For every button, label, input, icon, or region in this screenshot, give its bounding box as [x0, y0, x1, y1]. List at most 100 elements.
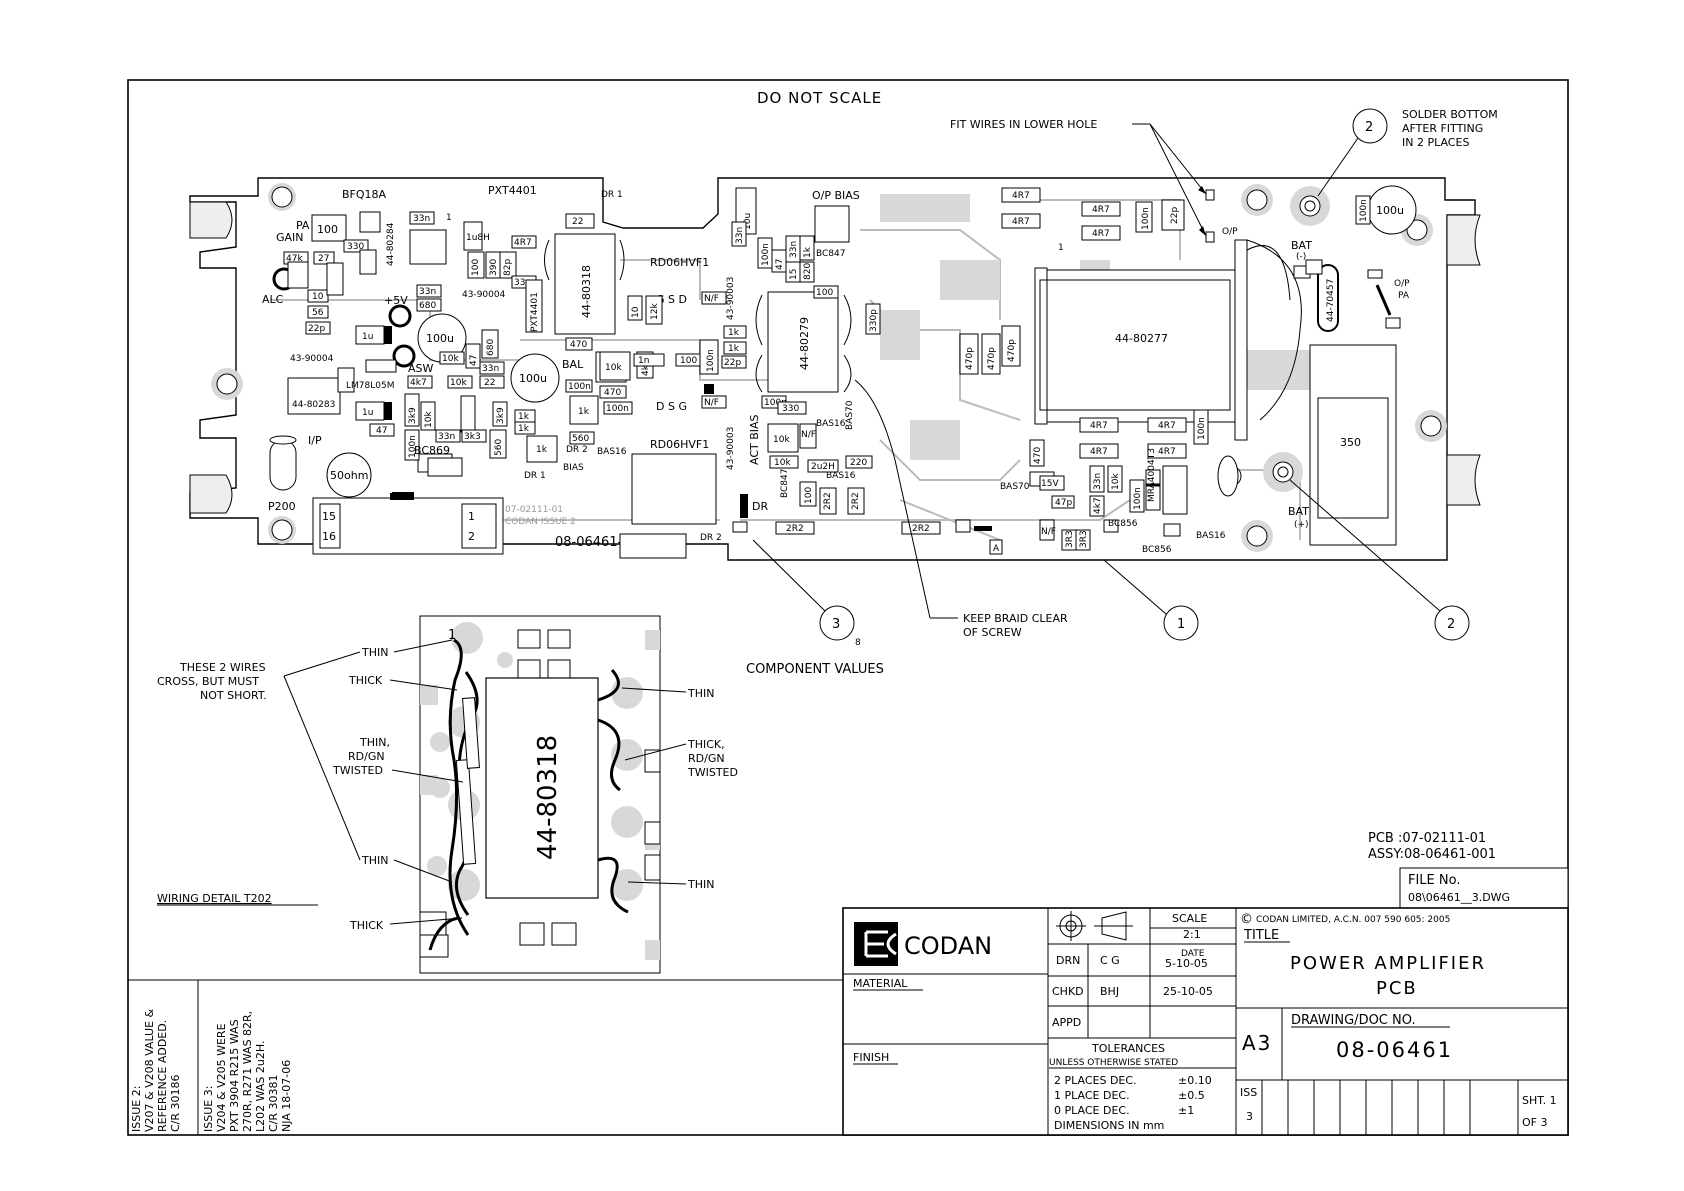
svg-text:1: 1 [448, 628, 456, 643]
pcb-number-silk: 08-06461- [555, 535, 623, 550]
svg-text:22: 22 [484, 378, 495, 388]
svg-text:THIN: THIN [361, 854, 388, 867]
svg-text:470p: 470p [987, 347, 997, 370]
svg-text:3k9: 3k9 [496, 407, 506, 424]
svg-text:BAS16: BAS16 [826, 471, 856, 481]
pcb-number-box [619, 533, 687, 559]
svg-text:2: 2 [1447, 617, 1455, 632]
svg-text:43-90003: 43-90003 [726, 427, 736, 470]
svg-text:BC847: BC847 [780, 469, 790, 498]
svg-text:5-10-05: 5-10-05 [1165, 957, 1208, 970]
svg-text:33n: 33n [1093, 473, 1103, 490]
svg-text:100n: 100n [606, 404, 629, 414]
svg-text:27: 27 [318, 254, 329, 264]
svg-text:BHJ: BHJ [1100, 985, 1119, 998]
svg-text:BIAS: BIAS [563, 463, 584, 473]
svg-text:470p: 470p [1007, 339, 1017, 362]
svg-text:330: 330 [782, 404, 799, 414]
svg-text:100n: 100n [1359, 199, 1369, 222]
svg-text:100n: 100n [706, 349, 716, 372]
svg-text:BAS16: BAS16 [1196, 531, 1226, 541]
svg-text:1 PLACE DEC.: 1 PLACE DEC. [1054, 1089, 1130, 1102]
svg-text:33n: 33n [438, 432, 455, 442]
svg-text:UNLESS OTHERWISE STATED: UNLESS OTHERWISE STATED [1049, 1058, 1178, 1068]
svg-text:33n: 33n [419, 287, 436, 297]
svg-text:10: 10 [312, 292, 324, 302]
svg-text:FINISH: FINISH [853, 1051, 889, 1064]
board-labels: BFQ18A PXT4401 DR 1 PA GAIN ALC +5V ASW … [262, 184, 1410, 555]
svg-text:N/F: N/F [1041, 527, 1056, 537]
diode-470n [1162, 465, 1188, 515]
svg-text:22p: 22p [1170, 207, 1180, 224]
wiring-detail-t202: 44-80318 1 THIN THICK THIN, RD/GN TWISTE… [157, 615, 738, 974]
svg-text:10k: 10k [1111, 473, 1121, 490]
detail-part-number: 44-80318 [533, 735, 563, 860]
svg-text:PXT4401: PXT4401 [488, 184, 537, 197]
svg-text:ISS: ISS [1240, 1086, 1257, 1099]
svg-text:100u: 100u [1376, 204, 1404, 217]
svg-text:TOLERANCES: TOLERANCES [1091, 1042, 1165, 1055]
svg-text:47k: 47k [286, 254, 303, 264]
svg-text:BAS16: BAS16 [597, 447, 627, 457]
svg-text:G S D: G S D [656, 293, 687, 306]
title-block: FILE No. 08\06461__3.DWG CODAN MATERIAL … [842, 867, 1569, 1136]
resistor-50ohm [326, 452, 372, 498]
svg-text:REFERENCE ADDED.: REFERENCE ADDED. [156, 1020, 169, 1132]
op-bias-pot [814, 205, 850, 243]
svg-text:SCALE: SCALE [1172, 912, 1207, 925]
pcb-reference: PCB :07-02111-01 [1368, 831, 1486, 846]
svg-text:THESE 2 WIRES: THESE 2 WIRES [179, 661, 266, 674]
transformer-44-80279: 44-80279 [755, 291, 852, 393]
svg-text:SHT. 1: SHT. 1 [1522, 1094, 1557, 1107]
svg-text:RD/GN: RD/GN [348, 750, 385, 763]
svg-text:100n: 100n [1197, 417, 1207, 440]
svg-text:1k: 1k [518, 412, 530, 422]
svg-text:2:1: 2:1 [1183, 928, 1201, 941]
svg-text:THIN: THIN [361, 646, 388, 659]
svg-text:2R2: 2R2 [823, 492, 833, 510]
svg-text:N/F: N/F [704, 398, 719, 408]
svg-text:BC869: BC869 [414, 444, 450, 457]
svg-text:CODAN LIMITED, A.C.N. 007 590: CODAN LIMITED, A.C.N. 007 590 605: 2005 [1256, 915, 1450, 925]
svg-text:680: 680 [486, 339, 496, 356]
svg-text:2R2: 2R2 [912, 524, 930, 534]
svg-text:1k: 1k [728, 344, 740, 354]
label-rd06-bottom: RD06HVF1 [650, 438, 709, 451]
svg-text:1: 1 [446, 213, 452, 223]
svg-text:82p: 82p [503, 259, 513, 276]
svg-text:390: 390 [489, 259, 499, 276]
svg-text:P200: P200 [268, 500, 296, 513]
pcb-right-tab [1446, 214, 1481, 266]
svg-text:ISSUE 2:: ISSUE 2: [130, 1086, 143, 1132]
svg-text:BAS70: BAS70 [1000, 482, 1030, 492]
svg-text:1k: 1k [728, 328, 740, 338]
svg-text:THIN: THIN [687, 687, 714, 700]
ic-lm358 [460, 395, 476, 433]
pcb-left-tab [189, 201, 233, 239]
svg-text:50ohm: 50ohm [330, 469, 368, 482]
svg-text:3R3: 3R3 [1065, 530, 1075, 548]
svg-text:PXT 3904 R215 WAS: PXT 3904 R215 WAS [228, 1019, 241, 1132]
svg-text:IN 2 PLACES: IN 2 PLACES [1402, 136, 1469, 149]
svg-text:0 PLACE DEC.: 0 PLACE DEC. [1054, 1104, 1130, 1117]
svg-text:TITLE: TITLE [1243, 928, 1279, 943]
revision-block: ISSUE 2: V207 & V208 VALUE & REFERENCE A… [128, 979, 843, 1135]
svg-text:100u: 100u [519, 372, 547, 385]
transistor-rd06hvf1-bottom [631, 453, 717, 525]
svg-text:DR 2: DR 2 [566, 445, 588, 455]
svg-text:07-02111-01: 07-02111-01 [505, 505, 563, 515]
svg-text:3: 3 [1246, 1110, 1253, 1123]
svg-text:47p: 47p [1055, 498, 1072, 508]
cap-100u-b [510, 353, 560, 403]
codan-logo: CODAN [854, 922, 992, 966]
svg-text:1u8H: 1u8H [466, 233, 490, 243]
svg-text:CODAN ISSUE 2: CODAN ISSUE 2 [505, 517, 576, 527]
svg-text:DR: DR [752, 500, 768, 513]
testpoint-asw[interactable] [392, 344, 416, 368]
svg-text:16: 16 [322, 530, 336, 543]
keep-braid-note: KEEP BRAID CLEAR [963, 612, 1068, 625]
label-44-80283: 44-80283 [292, 400, 335, 410]
testpoint-5v[interactable] [388, 304, 412, 328]
svg-text:DRN: DRN [1056, 954, 1080, 967]
